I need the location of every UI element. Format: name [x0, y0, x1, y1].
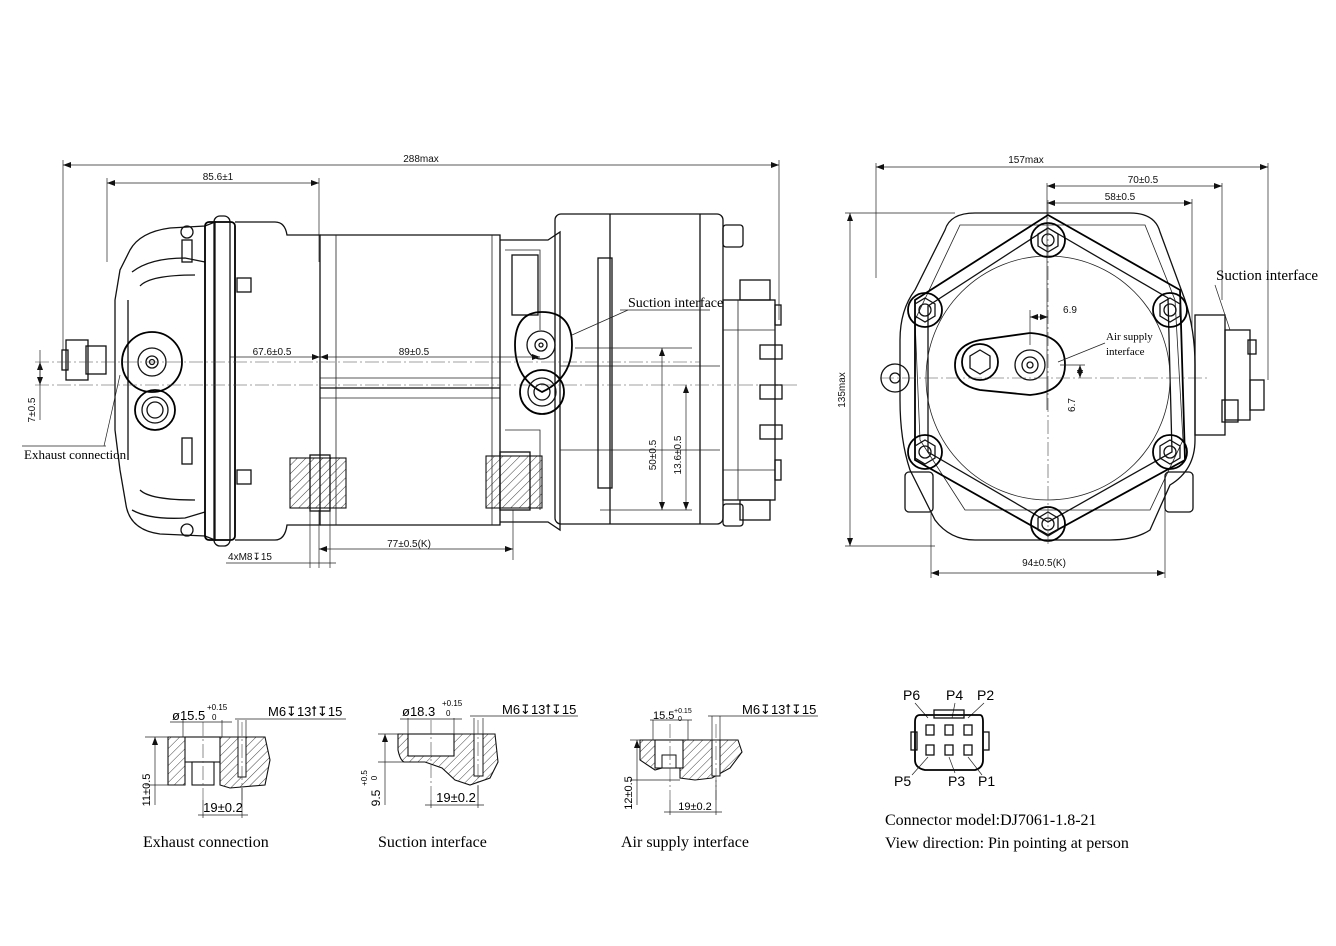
suction-boss [514, 311, 573, 394]
dim-85-6: 85.6±1 [203, 172, 234, 183]
detail-exhaust: ø15.5 +0.15 0 M6↧13ꝉ↧15 11±0.5 19±0.2 Ex… [141, 703, 346, 851]
exhaust-fitting [65, 339, 89, 381]
motor-housing [320, 234, 501, 526]
compressor-head [554, 213, 724, 525]
exhaust-depth: 11±0.5 [141, 774, 153, 807]
dim-height-135: 135max [837, 372, 848, 408]
dim-6-7: 6.7 [1067, 398, 1078, 412]
exhaust-dia: ø15.5 [172, 708, 205, 723]
suction-dia-tol-top: +0.15 [442, 699, 463, 708]
dim-7: 7±0.5 [27, 397, 38, 422]
exhaust-thread: M6↧13ꝉ↧15 [268, 704, 342, 719]
label-exhaust-connection-side: Exhaust connection [24, 447, 127, 462]
side-view: 288max 85.6±1 [22, 154, 800, 568]
air-supply-thread: M6↧13ꝉ↧15 [742, 702, 816, 717]
label-air-supply-line2: interface [1106, 346, 1145, 358]
suction-dia-tol-bot: 0 [446, 709, 451, 718]
pin-p2: P2 [977, 687, 994, 703]
pin-p3: P3 [948, 773, 965, 789]
exhaust-dia-tol-bot: 0 [212, 713, 217, 722]
suction-thread: M6↧13ꝉ↧15 [502, 702, 576, 717]
connector-diagram: P6 P4 P2 P5 P3 P1 Connector model:DJ7061… [885, 687, 1129, 852]
dim-6-9: 6.9 [1063, 305, 1077, 316]
air-supply-title: Air supply interface [621, 834, 749, 851]
label-suction-interface-side: Suction interface [628, 296, 723, 311]
pin-p1: P1 [978, 773, 995, 789]
dim-50: 50±0.5 [648, 439, 659, 470]
suction-depth-tol-top: +0.5 [360, 770, 369, 786]
dim-13-6: 13.6±0.5 [673, 435, 684, 474]
dim-77: 77±0.5(K) [387, 539, 431, 550]
end-view: 157max 70±0.5 58±0.5 [837, 155, 1318, 578]
suction-fitting-end [1194, 314, 1226, 436]
dim-94: 94±0.5(K) [1022, 558, 1066, 569]
exhaust-dia-tol-top: +0.15 [207, 703, 228, 712]
detail-suction: ø18.3 +0.15 0 M6↧13ꝉ↧15 9.5 +0.5 0 19±0.… [360, 699, 578, 851]
air-supply-dia-tol-bot: 0 [678, 716, 682, 723]
dim-67-6: 67.6±0.5 [253, 347, 292, 358]
suction-dia: ø18.3 [402, 704, 435, 719]
end-flange [204, 221, 236, 541]
dim-58: 58±0.5 [1105, 192, 1136, 203]
mount-foot-left [289, 457, 347, 509]
suction-pitch: 19±0.2 [436, 790, 476, 805]
air-supply-pitch: 19±0.2 [678, 801, 712, 813]
label-suction-interface-end: Suction interface [1216, 268, 1318, 284]
pin-p4: P4 [946, 687, 963, 703]
dim-89: 89±0.5 [399, 347, 430, 358]
dim-thread-m8: 4xM8↧15 [228, 552, 272, 563]
air-supply-port [954, 332, 1066, 396]
connector-model: Connector model:DJ7061-1.8-21 [885, 812, 1097, 829]
connector-view-direction: View direction: Pin pointing at person [885, 835, 1129, 852]
pin-p5: P5 [894, 773, 911, 789]
air-supply-depth: 12±0.5 [623, 776, 635, 810]
label-air-supply-line1: Air supply [1106, 331, 1153, 343]
octagon-flange [914, 213, 1186, 537]
dim-width-157: 157max [1008, 155, 1044, 166]
suction-depth: 9.5 [369, 789, 383, 806]
mount-foot-right [485, 455, 543, 509]
pin-p6: P6 [903, 687, 920, 703]
air-supply-dia: 15.5 [653, 710, 674, 722]
connector-body [914, 714, 984, 771]
exhaust-pitch: 19±0.2 [203, 800, 243, 815]
air-supply-dia-tol-top: +0.15 [674, 708, 692, 715]
exhaust-title: Exhaust connection [143, 834, 269, 851]
dim-70: 70±0.5 [1128, 175, 1159, 186]
dim-overall-length: 288max [403, 154, 439, 165]
detail-air-supply: 15.5 +0.15 0 M6↧13ꝉ↧15 12±0.5 19±0.2 Air… [621, 702, 818, 851]
exhaust-boss [121, 331, 183, 393]
suction-title: Suction interface [378, 834, 487, 851]
end-cover [114, 221, 216, 541]
end-housing [899, 212, 1196, 541]
suction-depth-tol-bot: 0 [370, 775, 379, 780]
